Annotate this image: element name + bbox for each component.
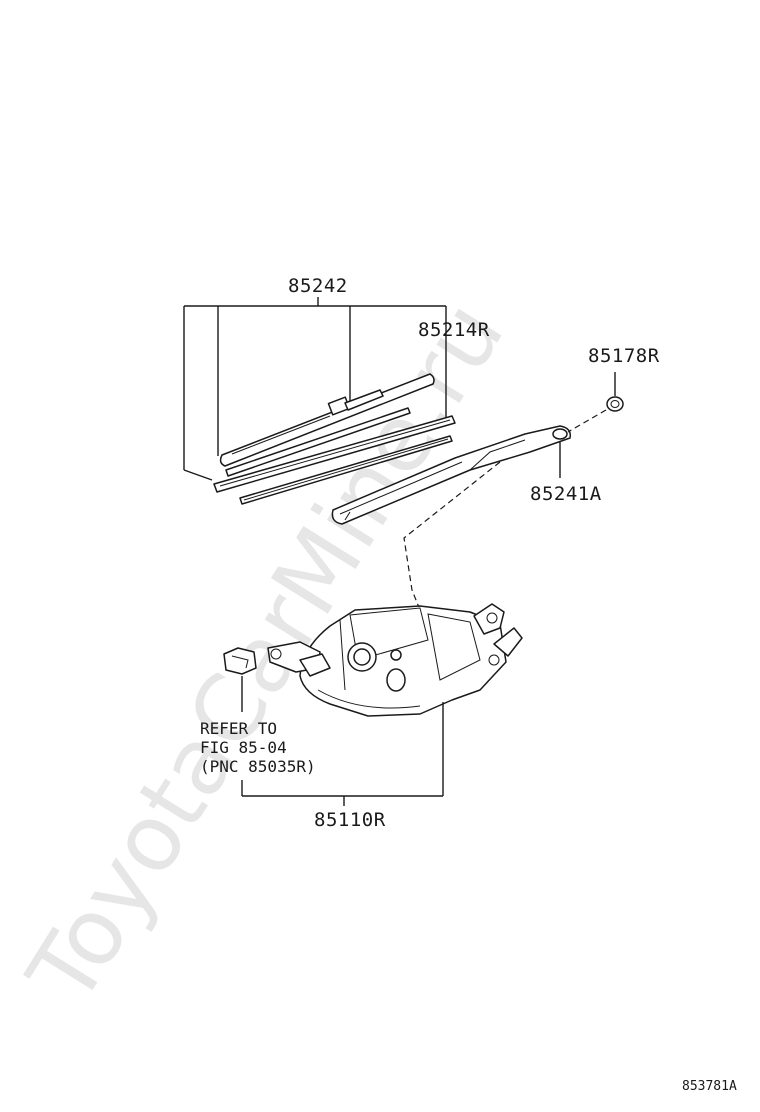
leader-85110R (241, 676, 444, 806)
label-85110R: 85110R (314, 809, 386, 831)
reference-note-line3[interactable]: (PNC 85035R) (200, 757, 316, 776)
alignment-line-arm (403, 461, 501, 616)
diagram-code: 853781A (682, 1079, 737, 1094)
reference-note-line2[interactable]: FIG 85-04 (200, 738, 287, 757)
wiper-blade-assembly[interactable] (213, 373, 456, 493)
label-85214R: 85214R (418, 319, 490, 341)
label-85178R: 85178R (588, 345, 660, 367)
leader-85242 (183, 297, 447, 481)
alignment-line-nut (567, 409, 607, 433)
wiper-arm[interactable] (331, 425, 572, 525)
connector-part[interactable] (223, 647, 257, 675)
nut-cap[interactable] (606, 396, 624, 412)
label-85242: 85242 (288, 275, 348, 297)
label-85241A: 85241A (530, 483, 602, 505)
wiper-motor-assembly[interactable] (267, 603, 523, 717)
blade-rubber[interactable] (239, 435, 453, 505)
reference-note-line1[interactable]: REFER TO (200, 719, 277, 738)
